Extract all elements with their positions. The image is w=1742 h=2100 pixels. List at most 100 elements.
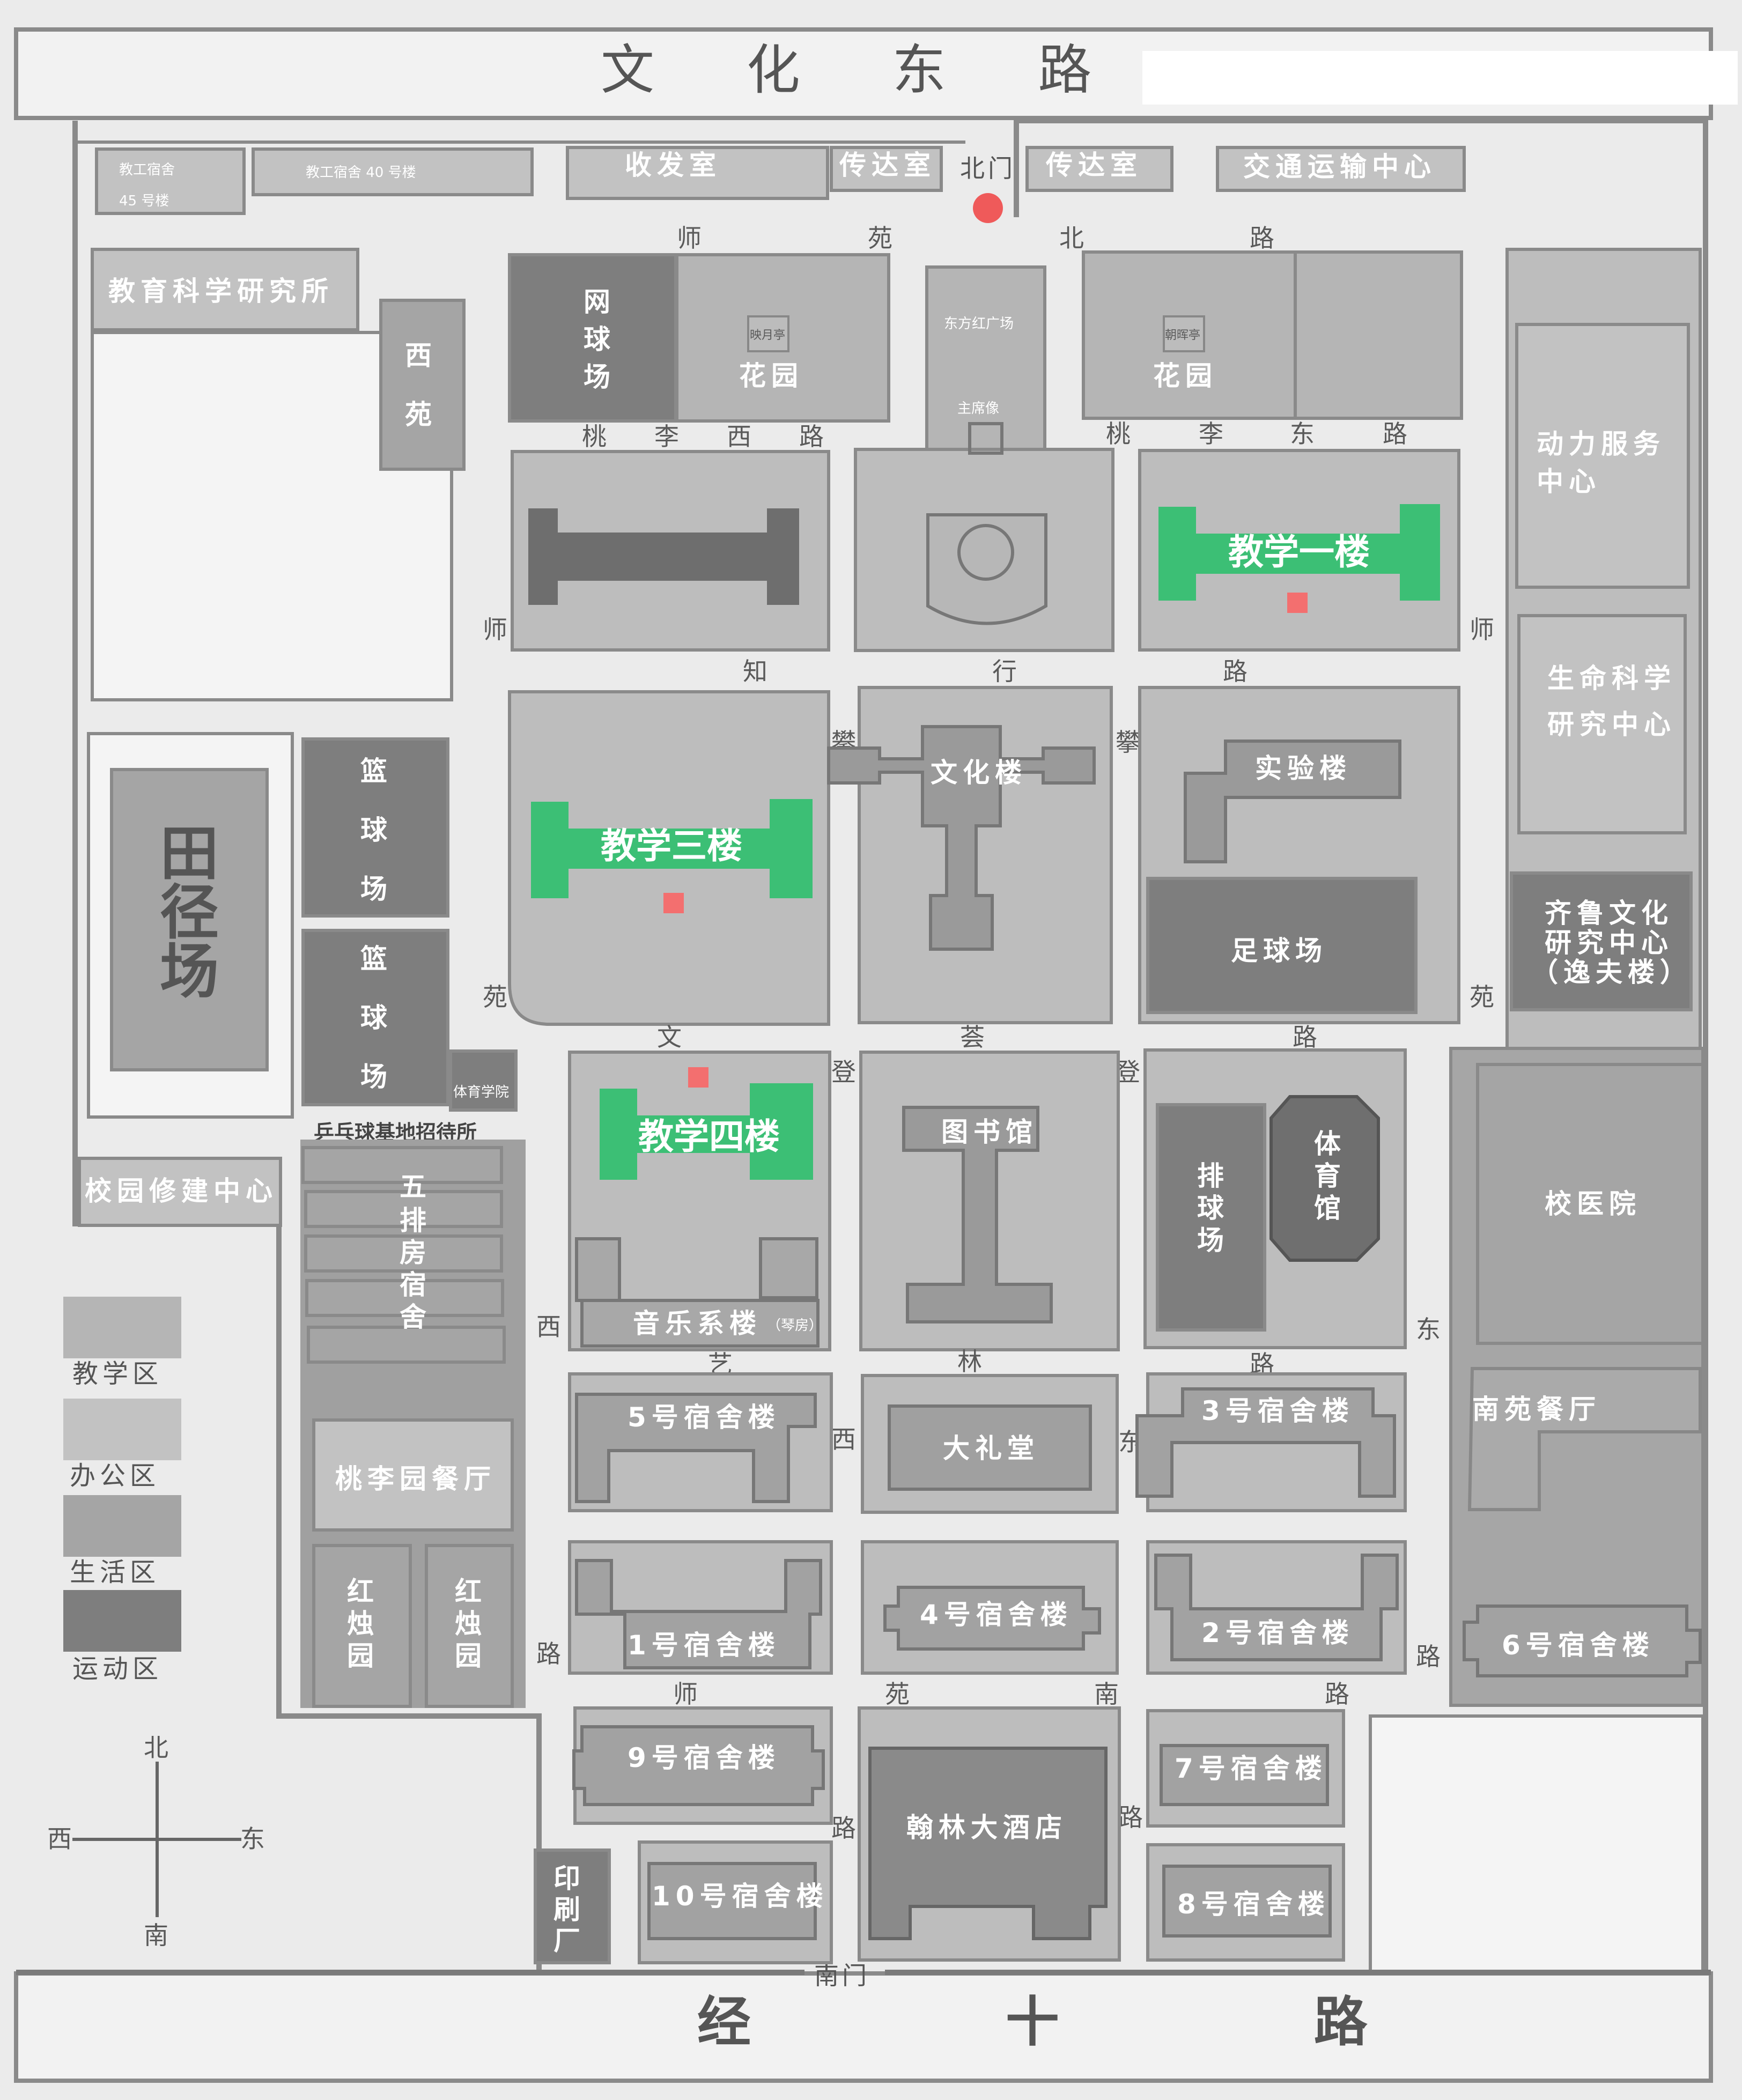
campus-repair-center[interactable]	[78, 1157, 282, 1227]
dorm40-label: 教工宿舍 40 号楼	[306, 165, 416, 181]
reception-west[interactable]	[830, 146, 943, 192]
dorm4[interactable]	[883, 1586, 1101, 1651]
football-field[interactable]	[1146, 877, 1418, 1014]
hongzhu1-label-1: 红	[347, 1576, 379, 1607]
wupai-row-3[interactable]	[304, 1234, 503, 1273]
volleyball-court[interactable]	[1156, 1103, 1266, 1332]
north-street-label: 文 化 东 路	[601, 39, 1129, 101]
road-wenhui-1: 文	[657, 1023, 682, 1052]
transport-center[interactable]	[1216, 146, 1466, 192]
hanlin-hotel[interactable]	[868, 1747, 1108, 1940]
track-and-field[interactable]	[110, 768, 269, 1071]
garden-east-label: 花园	[1153, 360, 1217, 391]
road-zhixing-3: 路	[1223, 657, 1248, 686]
hongzhu2-label-1: 红	[455, 1576, 487, 1607]
nanyuan-canteen[interactable]	[1467, 1367, 1702, 1511]
dorm6[interactable]	[1463, 1604, 1702, 1677]
hongzhuyuan-2[interactable]	[425, 1544, 514, 1708]
edu-research-institute[interactable]	[91, 248, 359, 331]
basketball-court-2[interactable]	[301, 929, 449, 1106]
dorm3[interactable]	[1135, 1387, 1396, 1498]
library-building[interactable]	[902, 1106, 1053, 1323]
volley-label-2: 球	[1197, 1193, 1229, 1224]
dorm45-label-2: 45 号楼	[119, 193, 169, 209]
printing-label-2: 刷	[553, 1894, 586, 1925]
dorm45[interactable]	[95, 147, 246, 215]
tennis-court[interactable]	[508, 253, 677, 423]
qilu-label-2: 研究中心	[1545, 927, 1673, 958]
teach1-marker	[1287, 593, 1308, 613]
basketball-court-1[interactable]	[301, 737, 449, 918]
teach4-marker	[688, 1067, 708, 1088]
school-hospital[interactable]	[1476, 1063, 1704, 1345]
road-pandeng-west-2: 登	[831, 1058, 856, 1086]
pavilion-east	[1163, 315, 1205, 352]
pavilion-west-label: 映月亭	[750, 329, 785, 342]
road-zhixing-1: 知	[743, 657, 767, 686]
qilu-culture-center[interactable]	[1510, 871, 1693, 1011]
dorm8[interactable]	[1162, 1865, 1332, 1938]
hotel-label: 翰林大酒店	[906, 1812, 1067, 1843]
north-gate-marker	[973, 193, 1003, 223]
dorm7[interactable]	[1160, 1744, 1329, 1806]
dorm1-label: 1号宿舍楼	[628, 1630, 780, 1661]
wupai-row-1[interactable]	[301, 1146, 503, 1184]
wenhua-building[interactable]	[827, 725, 1096, 951]
xiyuan[interactable]	[379, 299, 466, 471]
road-taoli-west-3: 西	[727, 422, 751, 451]
auditorium[interactable]	[888, 1404, 1092, 1491]
lab-building[interactable]	[1184, 740, 1401, 863]
dorm9[interactable]	[572, 1725, 825, 1806]
life-science-center[interactable]	[1517, 614, 1687, 834]
dorm45-label-1: 教工宿舍	[119, 162, 175, 178]
road-shiyuan-west-1: 师	[483, 615, 507, 644]
north-gate-label: 北门	[960, 154, 1016, 183]
reception-east[interactable]	[1025, 146, 1173, 192]
teaching-building-4[interactable]	[600, 1083, 813, 1180]
printing-label-3: 厂	[553, 1925, 586, 1956]
dorm1[interactable]	[575, 1559, 822, 1669]
road-taoli-east-2: 李	[1199, 419, 1223, 448]
dorm5[interactable]	[575, 1393, 817, 1503]
wupai-row-4[interactable]	[305, 1279, 504, 1317]
pe-college-label: 体育学院	[453, 1084, 509, 1100]
hongzhuyuan-1[interactable]	[312, 1544, 412, 1708]
road-taoli-east-1: 桃	[1106, 419, 1131, 448]
mailroom[interactable]	[566, 146, 829, 200]
road-xi2-2: 路	[831, 1814, 856, 1843]
teaching-building-3[interactable]	[531, 799, 813, 898]
campus-wall	[72, 121, 542, 1973]
wupai-row-5[interactable]	[307, 1326, 506, 1364]
dorm2[interactable]	[1154, 1554, 1399, 1661]
xiyuan-label-2: 苑	[405, 399, 437, 430]
dorm40[interactable]	[252, 147, 534, 196]
piano-label: （琴房）	[767, 1318, 823, 1334]
road-dong2-2: 路	[1416, 1642, 1441, 1671]
statue-label: 主席像	[957, 401, 999, 417]
basket2-label-1: 篮	[360, 943, 393, 974]
wupai-row-2[interactable]	[304, 1190, 503, 1228]
basket2-label-3: 场	[360, 1061, 393, 1092]
pavilion-west	[747, 315, 789, 352]
repair-label: 校园修建中心	[85, 1175, 278, 1207]
statue-plaza[interactable]	[926, 513, 1047, 625]
auditorium-label: 大礼堂	[943, 1433, 1039, 1464]
pe-college[interactable]	[449, 1049, 518, 1112]
lifesci-label-1: 生命科学	[1547, 663, 1676, 694]
dorm10[interactable]	[647, 1862, 817, 1940]
legend-label-teaching: 教学区	[72, 1359, 163, 1389]
tennis-label-3: 场	[584, 361, 616, 393]
gymnasium[interactable]	[1269, 1095, 1380, 1262]
track-label-1: 田	[160, 819, 219, 888]
teaching-building-1[interactable]	[1158, 504, 1440, 601]
wupai-label-1: 五	[400, 1171, 432, 1202]
music-building[interactable]	[575, 1237, 820, 1348]
west-teaching-building[interactable]	[528, 508, 799, 605]
legend-label-office: 办公区	[70, 1461, 160, 1491]
power-service-center[interactable]	[1515, 323, 1690, 589]
track-label-3: 场	[160, 937, 219, 1006]
volley-label-3: 场	[1197, 1225, 1229, 1256]
road-yilin-2: 林	[957, 1347, 982, 1376]
printing-factory[interactable]	[534, 1848, 611, 1964]
taoliyuan-canteen[interactable]	[312, 1418, 514, 1532]
